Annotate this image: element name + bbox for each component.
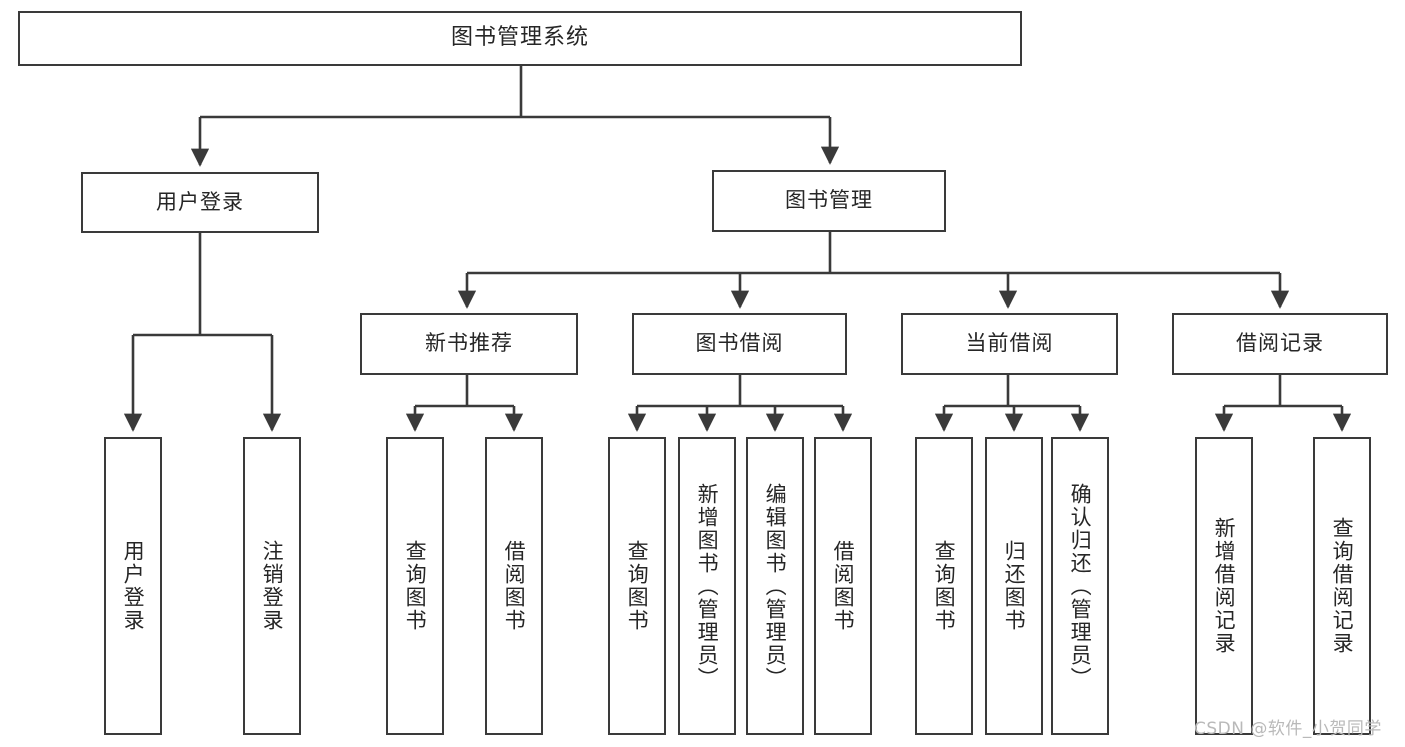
node-root-system[interactable]: 图书管理系统 xyxy=(18,11,1022,66)
leaf-label: 确认归还（管理员） xyxy=(1068,482,1093,690)
leaf-label: 用户登录 xyxy=(121,540,146,632)
leaf-label: 查询图书 xyxy=(403,540,428,632)
leaf-label: 编辑图书（管理员） xyxy=(763,482,788,690)
leaf-user-login-login[interactable]: 用户登录 xyxy=(104,437,162,735)
node-current-borrow[interactable]: 当前借阅 xyxy=(901,313,1118,375)
csdn-watermark: CSDN @软件_小贺同学 xyxy=(1194,719,1382,739)
leaf-label: 查询借阅记录 xyxy=(1330,517,1355,655)
leaf-book-borrow-query[interactable]: 查询图书 xyxy=(608,437,666,735)
leaf-current-borrow-confirm[interactable]: 确认归还（管理员） xyxy=(1051,437,1109,735)
leaf-label: 归还图书 xyxy=(1002,540,1027,632)
leaf-book-borrow-lend[interactable]: 借阅图书 xyxy=(814,437,872,735)
node-borrow-record[interactable]: 借阅记录 xyxy=(1172,313,1388,375)
leaf-book-borrow-edit[interactable]: 编辑图书（管理员） xyxy=(746,437,804,735)
leaf-new-book-borrow[interactable]: 借阅图书 xyxy=(485,437,543,735)
leaf-current-borrow-query[interactable]: 查询图书 xyxy=(915,437,973,735)
leaf-user-login-logout[interactable]: 注销登录 xyxy=(243,437,301,735)
leaf-label: 查询图书 xyxy=(625,540,650,632)
node-new-book-recommend[interactable]: 新书推荐 xyxy=(360,313,578,375)
leaf-label: 借阅图书 xyxy=(831,540,856,632)
leaf-new-book-query[interactable]: 查询图书 xyxy=(386,437,444,735)
leaf-book-borrow-add[interactable]: 新增图书（管理员） xyxy=(678,437,736,735)
leaf-label: 新增图书（管理员） xyxy=(695,482,720,690)
leaf-label: 查询图书 xyxy=(932,540,957,632)
node-book-management[interactable]: 图书管理 xyxy=(712,170,946,232)
leaf-current-borrow-return[interactable]: 归还图书 xyxy=(985,437,1043,735)
node-book-borrow[interactable]: 图书借阅 xyxy=(632,313,847,375)
leaf-label: 借阅图书 xyxy=(502,540,527,632)
leaf-borrow-record-query[interactable]: 查询借阅记录 xyxy=(1313,437,1371,735)
leaf-label: 注销登录 xyxy=(260,540,285,632)
leaf-borrow-record-add[interactable]: 新增借阅记录 xyxy=(1195,437,1253,735)
leaf-label: 新增借阅记录 xyxy=(1212,517,1237,655)
node-user-login[interactable]: 用户登录 xyxy=(81,172,319,233)
